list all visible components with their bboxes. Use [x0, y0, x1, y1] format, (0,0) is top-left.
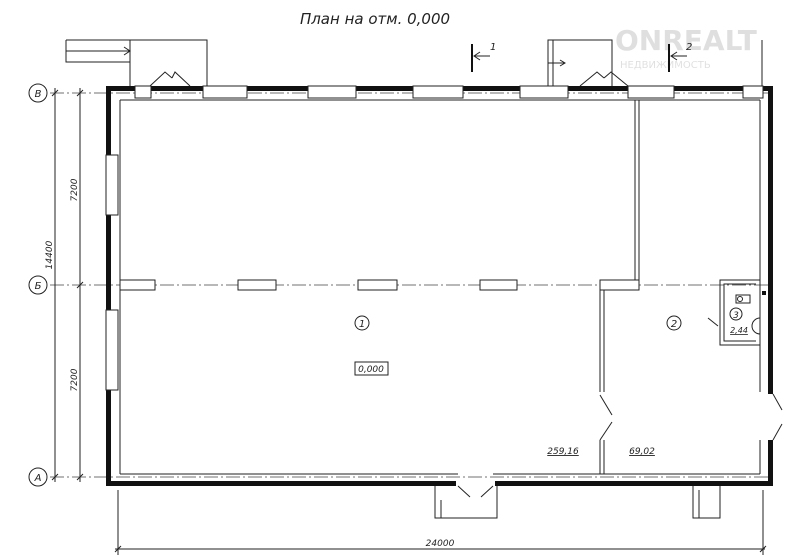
room-3-number: 3 — [733, 311, 739, 321]
section-mark-1: 1 — [490, 42, 496, 53]
dim-total-width: 24000 — [426, 539, 455, 549]
axis-label-a: А — [34, 473, 42, 484]
section-marks: 1 2 — [471, 42, 692, 72]
room-1-number: 1 — [359, 319, 365, 330]
room-2-area: 69,02 — [629, 447, 655, 457]
porches — [65, 39, 763, 519]
dim-total-height: 14400 — [45, 240, 55, 269]
watermark-subtext: НЕДВИЖИМОСТЬ — [620, 60, 711, 71]
interior-partitions — [119, 100, 766, 474]
dim-lower-span: 7200 — [70, 368, 80, 391]
dimension-lines: 7200 7200 14400 24000 — [45, 88, 767, 555]
windows — [105, 85, 764, 391]
dim-upper-span: 7200 — [70, 178, 80, 201]
level-mark: 0,000 — [358, 365, 384, 375]
room-labels: 1 2 3 259,16 69,02 2,44 0,000 — [354, 307, 748, 457]
watermark-text: ONREALT — [615, 24, 757, 57]
plan-title: План на отм. 0,000 — [300, 10, 450, 28]
room-3-area: 2,44 — [730, 326, 748, 335]
axis-label-b: Б — [35, 281, 42, 292]
room-2-number: 2 — [671, 319, 677, 330]
room-1-area: 259,16 — [547, 447, 579, 457]
watermark: ONREALT НЕДВИЖИМОСТЬ — [615, 24, 757, 71]
axis-label-v: В — [35, 89, 42, 100]
doors — [149, 71, 783, 498]
section-mark-2: 2 — [686, 42, 692, 53]
exterior-walls — [106, 86, 773, 486]
